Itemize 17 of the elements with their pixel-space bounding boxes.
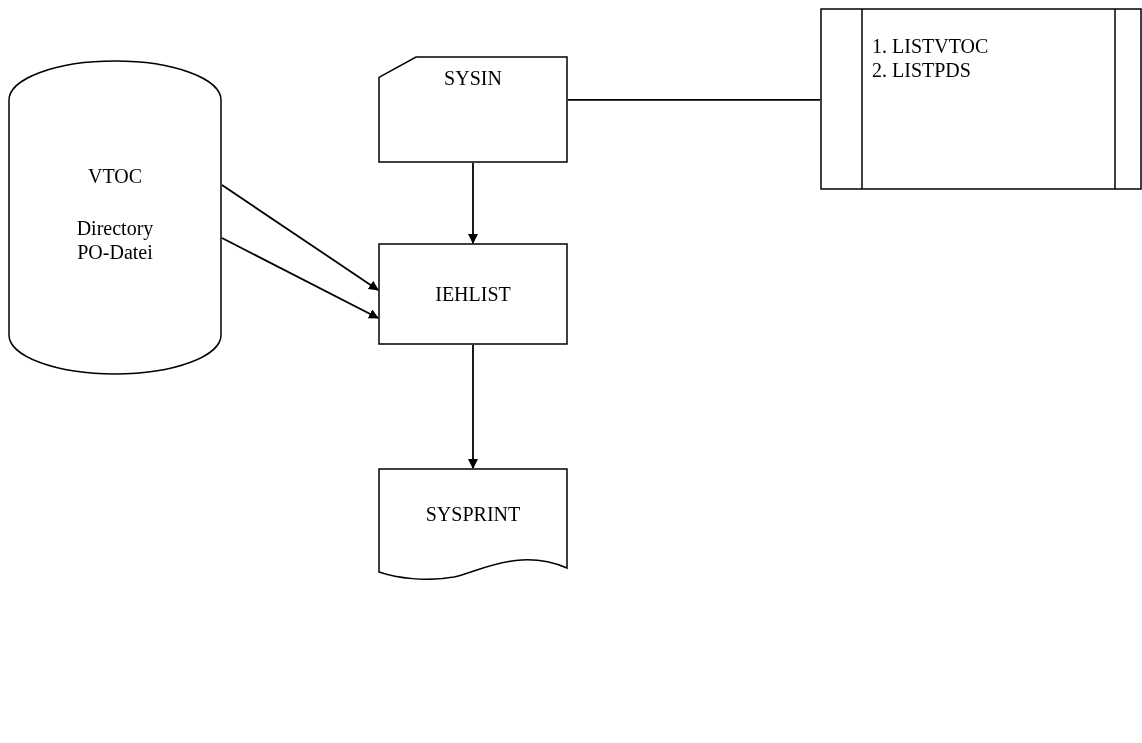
node-label: SYSIN [444, 66, 502, 90]
predefined-process-box [820, 8, 1142, 190]
node-label: IEHLIST [435, 282, 511, 306]
disk-cylinder [8, 60, 222, 375]
node-label: 1. LISTVTOC [872, 34, 989, 58]
punched-card-shape [378, 56, 568, 163]
node-label: SYSPRINT [425, 502, 521, 526]
node-label: Directory PO-Datei [75, 216, 155, 264]
arrow [468, 162, 478, 244]
arrow [221, 237, 379, 319]
process-box [378, 243, 568, 345]
arrow [221, 184, 379, 291]
document-shape [378, 468, 568, 580]
node-label: VTOC [87, 164, 143, 188]
node-label: 2. LISTPDS [872, 58, 971, 82]
connector-line [567, 98, 821, 101]
arrow [468, 344, 478, 469]
